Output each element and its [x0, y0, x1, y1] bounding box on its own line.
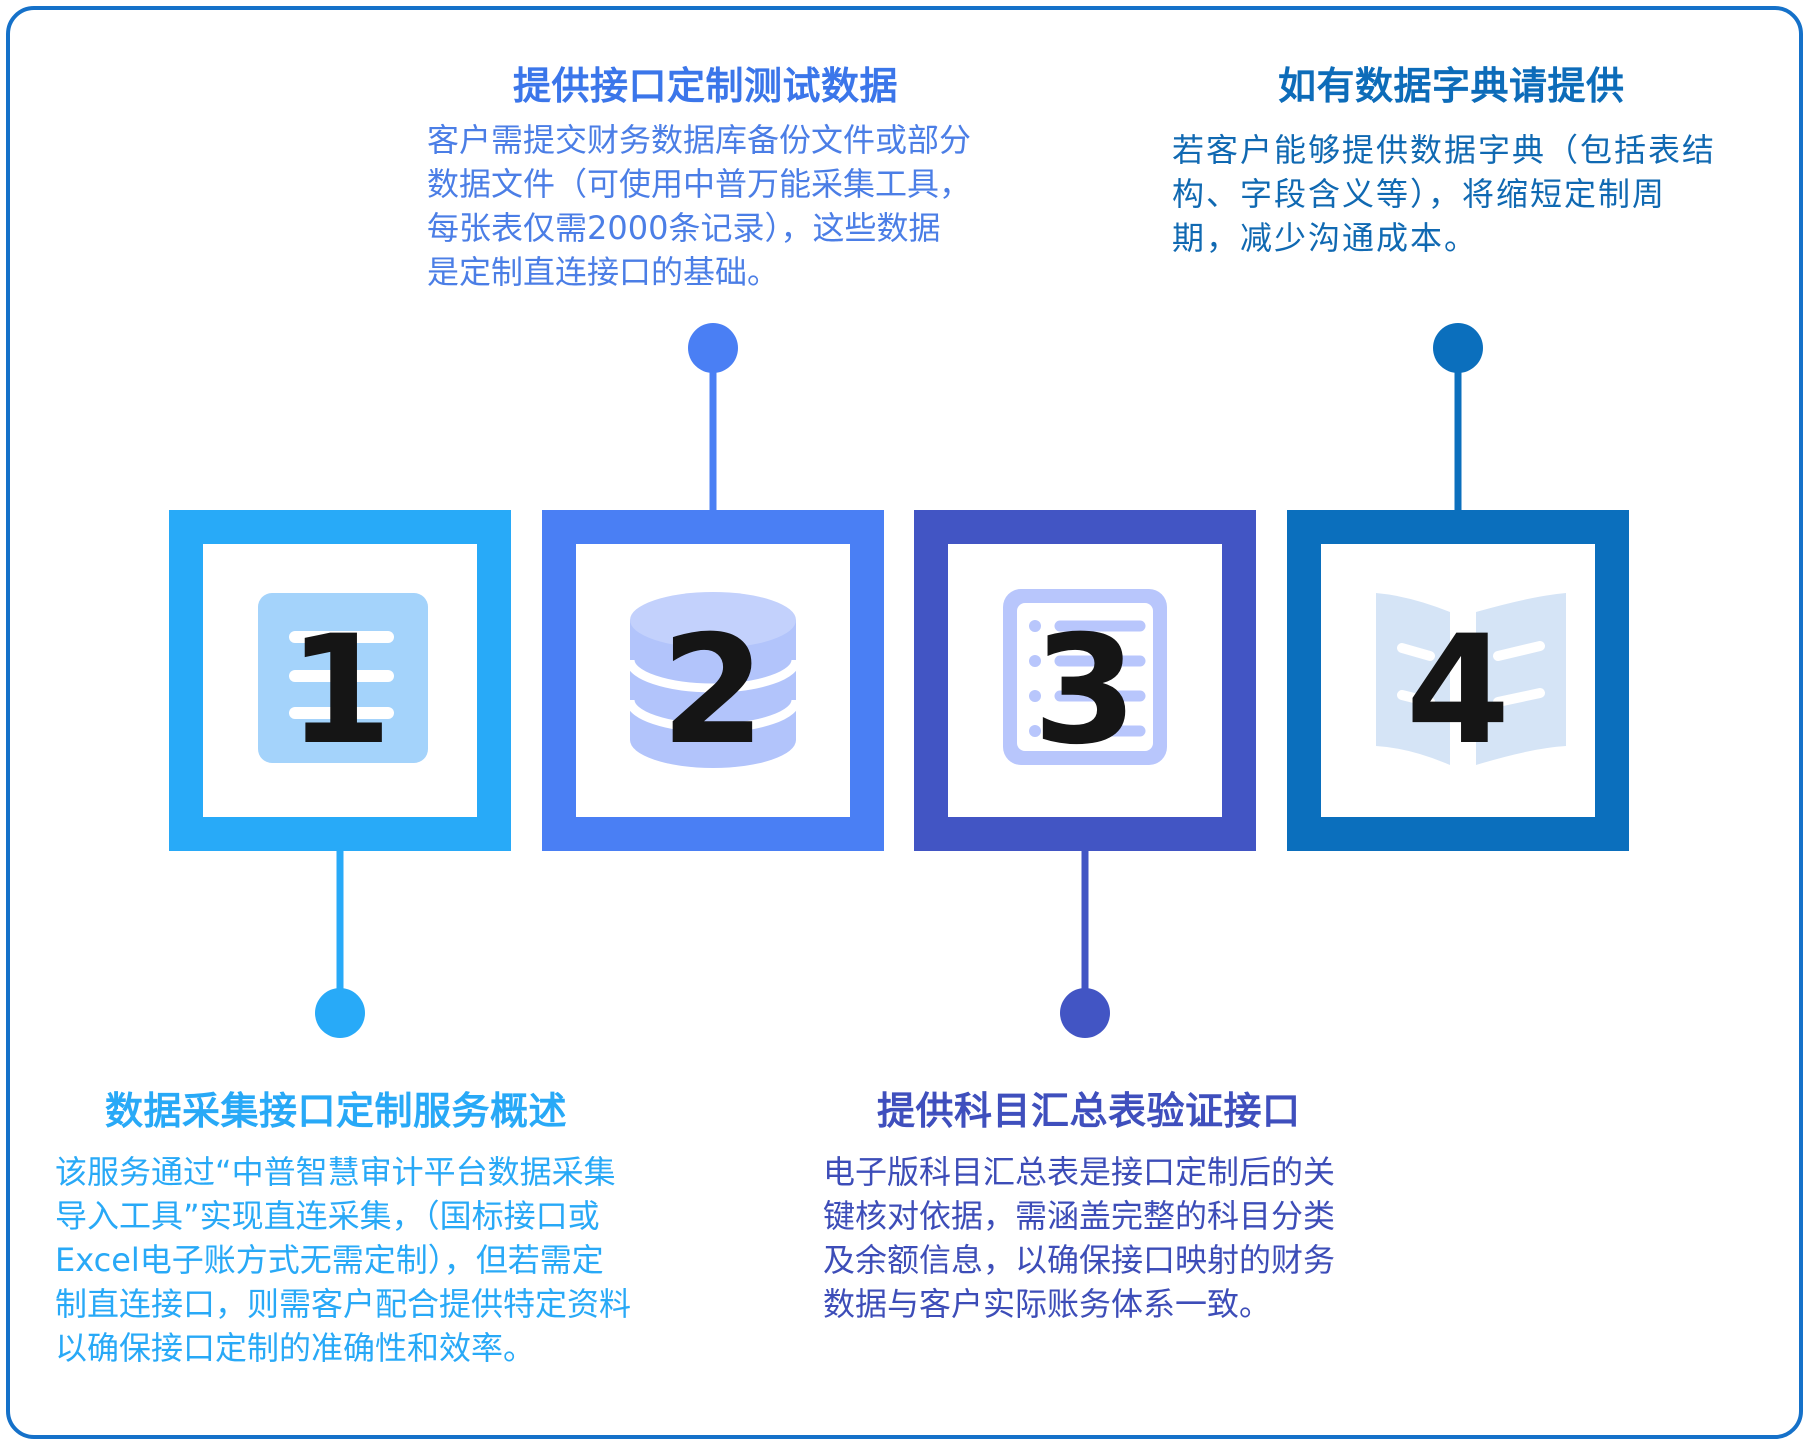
step-2-line: 每张表仅需2000条记录），这些数据 [427, 209, 941, 247]
checklist-icon [1003, 589, 1167, 765]
step-description-3: 电子版科目汇总表是接口定制后的关 键核对依据，需涵盖完整的科目分类 及余额信息，… [823, 1150, 1368, 1326]
step-3-line: 键核对依据，需涵盖完整的科目分类 [823, 1197, 1336, 1235]
step-3-line: 电子版科目汇总表是接口定制后的关 [823, 1153, 1336, 1191]
open-book-icon [1376, 593, 1566, 765]
step-title-2: 提供接口定制测试数据 [513, 64, 899, 108]
step-2-line: 是定制直连接口的基础。 [427, 253, 780, 291]
step-1-line: Excel电子账方式无需定制），但若需定 [55, 1241, 604, 1279]
step-number-4: 4 [1406, 604, 1510, 778]
step-description-2: 客户需提交财务数据库备份文件或部分 数据文件（可使用中普万能采集工具， 每张表仅… [427, 118, 1007, 294]
connectors [315, 323, 1483, 1038]
connector-dot-2 [688, 323, 738, 373]
step-box-2: 2 [542, 510, 884, 851]
step-number-2: 2 [661, 604, 765, 778]
step-3-line: 及余额信息，以确保接口映射的财务 [823, 1241, 1336, 1279]
outer-frame [6, 6, 1803, 1439]
document-lines-icon [258, 593, 428, 763]
step-2-line: 客户需提交财务数据库备份文件或部分 [427, 121, 972, 159]
step-title-4: 如有数据字典请提供 [1278, 64, 1625, 108]
step-1-line: 以确保接口定制的准确性和效率。 [55, 1329, 536, 1367]
step-title-1: 数据采集接口定制服务概述 [105, 1089, 568, 1133]
step-description-1: 该服务通过“中普智慧审计平台数据采集 导入工具”实现直连采集，（国标接口或 Ex… [55, 1150, 675, 1370]
step-1-line: 该服务通过“中普智慧审计平台数据采集 [55, 1153, 616, 1191]
step-description-4: 若客户能够提供数据字典（包括表结 构、字段含义等），将缩短定制周 期，减少沟通成… [1172, 128, 1742, 260]
step-4-line: 构、字段含义等），将缩短定制周 [1172, 175, 1667, 213]
step-2-line: 数据文件（可使用中普万能采集工具， [427, 165, 972, 203]
step-box-4: 4 [1287, 510, 1629, 851]
connector-dot-1 [315, 988, 365, 1038]
database-icon [625, 592, 801, 768]
step-1-line: 导入工具”实现直连采集，（国标接口或 [55, 1197, 600, 1235]
step-number-1: 1 [288, 604, 392, 778]
step-4-line: 期，减少沟通成本。 [1172, 219, 1479, 257]
connector-dot-3 [1060, 988, 1110, 1038]
step-4-line: 若客户能够提供数据字典（包括表结 [1172, 131, 1717, 169]
step-1-line: 制直连接口，则需客户配合提供特定资料 [55, 1285, 632, 1323]
step-title-3: 提供科目汇总表验证接口 [877, 1089, 1301, 1133]
step-box-1: 1 [169, 510, 511, 851]
connector-dot-4 [1433, 323, 1483, 373]
step-box-3: 3 [914, 510, 1256, 851]
step-number-3: 3 [1033, 604, 1137, 778]
step-3-line: 数据与客户实际账务体系一致。 [823, 1285, 1272, 1323]
